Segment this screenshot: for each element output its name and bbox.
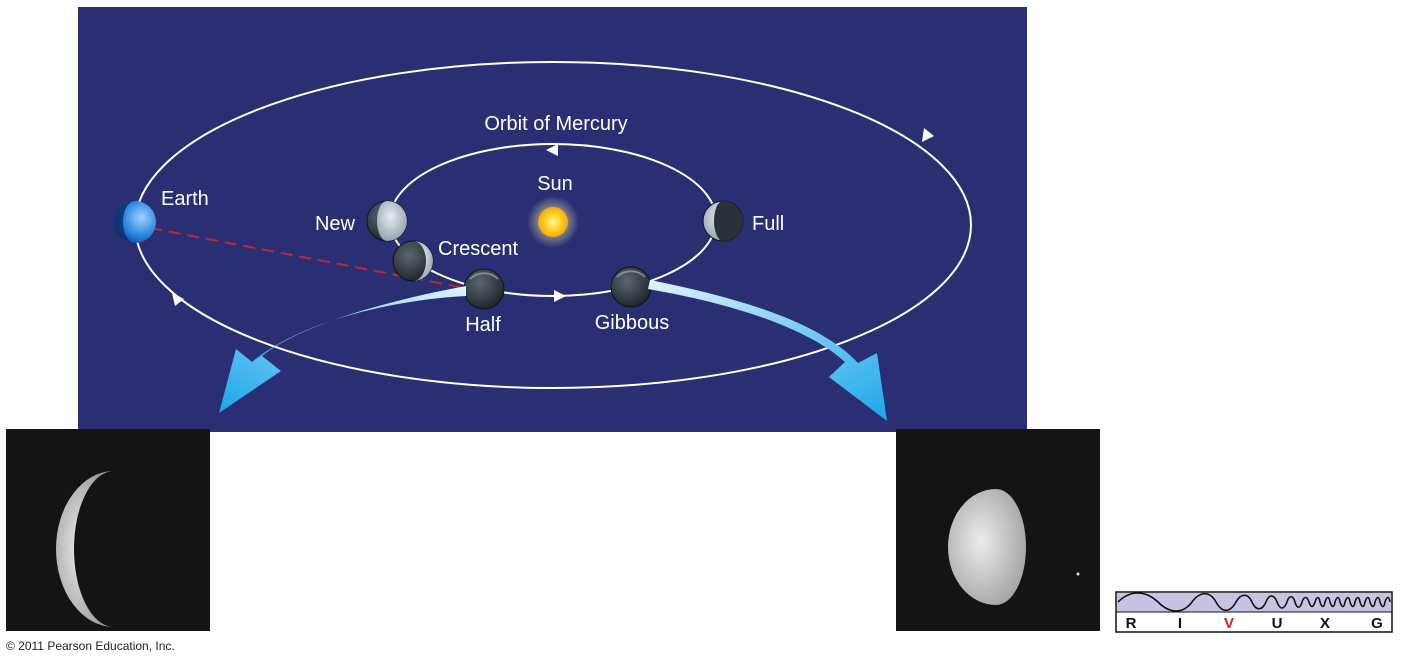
earth-orbit-arrow-icon bbox=[172, 293, 184, 306]
mercury-gibbous-phase-photo bbox=[896, 429, 1100, 631]
new-label: New bbox=[315, 213, 356, 235]
earth-icon bbox=[114, 201, 156, 243]
half-label: Half bbox=[465, 314, 501, 336]
mercury-crescent-icon bbox=[392, 240, 434, 282]
mercury-orbit-arrow-icon bbox=[554, 290, 566, 302]
earth-orbit-arrow-icon bbox=[922, 128, 934, 142]
curved-arrow-right-icon bbox=[648, 280, 887, 421]
band-label-u: U bbox=[1272, 615, 1283, 632]
mercury-half-phase-photo bbox=[6, 429, 210, 631]
band-label-g: G bbox=[1371, 615, 1383, 632]
mercury-half-icon bbox=[463, 268, 505, 310]
mercury-new-icon bbox=[366, 200, 408, 242]
sun-icon bbox=[538, 207, 568, 237]
band-label-x: X bbox=[1320, 615, 1330, 632]
earth-label: Earth bbox=[161, 188, 209, 210]
band-label-r: R bbox=[1126, 615, 1137, 632]
mercury-gibbous-icon bbox=[610, 266, 652, 308]
copyright-notice: © 2011 Pearson Education, Inc. bbox=[6, 639, 175, 653]
crescent-label: Crescent bbox=[438, 238, 518, 260]
mercury-orbit-arrow-icon bbox=[546, 144, 558, 156]
wavelength-indicator: R I V U X G bbox=[1115, 591, 1393, 633]
full-label: Full bbox=[752, 213, 784, 235]
band-label-i: I bbox=[1178, 615, 1182, 632]
mercury-full-icon bbox=[702, 200, 744, 242]
band-label-v: V bbox=[1224, 615, 1234, 632]
orbit-of-mercury-label: Orbit of Mercury bbox=[484, 113, 627, 135]
wave-icon bbox=[1117, 592, 1391, 612]
gibbous-label: Gibbous bbox=[595, 312, 670, 334]
sun-label: Sun bbox=[537, 173, 573, 195]
